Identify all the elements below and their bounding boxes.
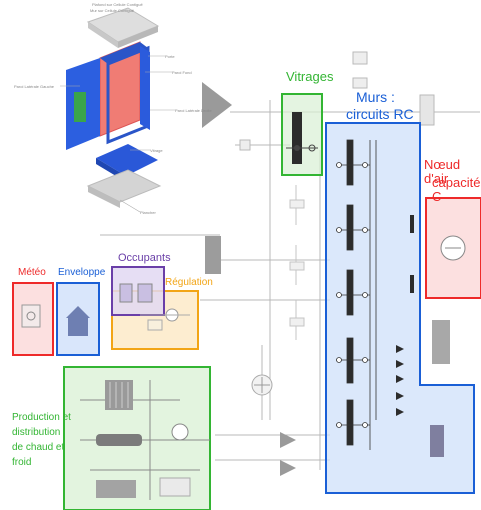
regulation-label: Régulation	[165, 278, 213, 289]
meteo-label: Météo	[18, 268, 46, 279]
murs-label-1: Murs :	[356, 90, 395, 105]
production-label-1: Production et	[12, 413, 71, 424]
murs-label-2: circuits RC	[346, 107, 414, 122]
noeud-label-2: capacité C	[432, 176, 481, 203]
vitrages-label: Vitrages	[286, 70, 333, 84]
production-label-2: distribution	[12, 428, 60, 439]
production-label-4: froid	[12, 458, 31, 469]
occupants-label: Occupants	[118, 253, 171, 265]
radiator-icon	[105, 380, 133, 410]
enveloppe-label: Enveloppe	[58, 268, 105, 279]
house-icon	[66, 306, 90, 318]
production-label-3: de chaud et	[12, 443, 64, 454]
